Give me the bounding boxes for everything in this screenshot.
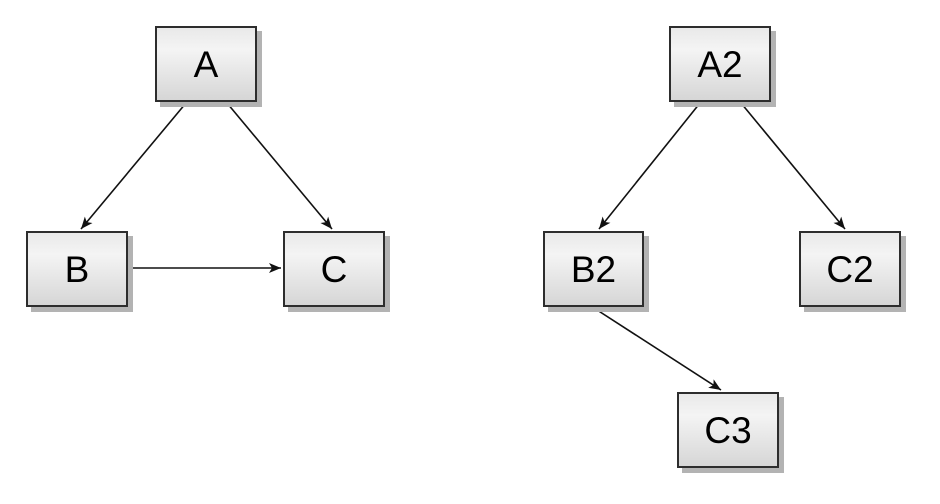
node-C2: C2: [799, 231, 901, 307]
right-graph-edges: [593, 102, 846, 391]
edge-A2-B2: [598, 102, 701, 230]
node-label-A: A: [193, 43, 219, 85]
node-C: C: [283, 231, 385, 307]
node-B2: B2: [543, 231, 644, 307]
node-B: B: [26, 231, 128, 307]
edge-B2-C3: [593, 307, 722, 391]
node-label-B: B: [64, 248, 90, 290]
node-C3: C3: [677, 392, 779, 468]
node-label-C3: C3: [704, 409, 752, 451]
node-label-C: C: [320, 248, 348, 290]
node-A2: A2: [669, 26, 771, 102]
node-label-B2: B2: [570, 248, 617, 290]
edge-A2-C2: [740, 102, 846, 230]
node-label-A2: A2: [697, 43, 743, 85]
edge-A-C: [226, 102, 333, 230]
edge-A-B: [80, 102, 187, 230]
node-label-C2: C2: [826, 248, 874, 290]
node-A: A: [155, 26, 257, 102]
left-graph-edges: [80, 102, 333, 273]
